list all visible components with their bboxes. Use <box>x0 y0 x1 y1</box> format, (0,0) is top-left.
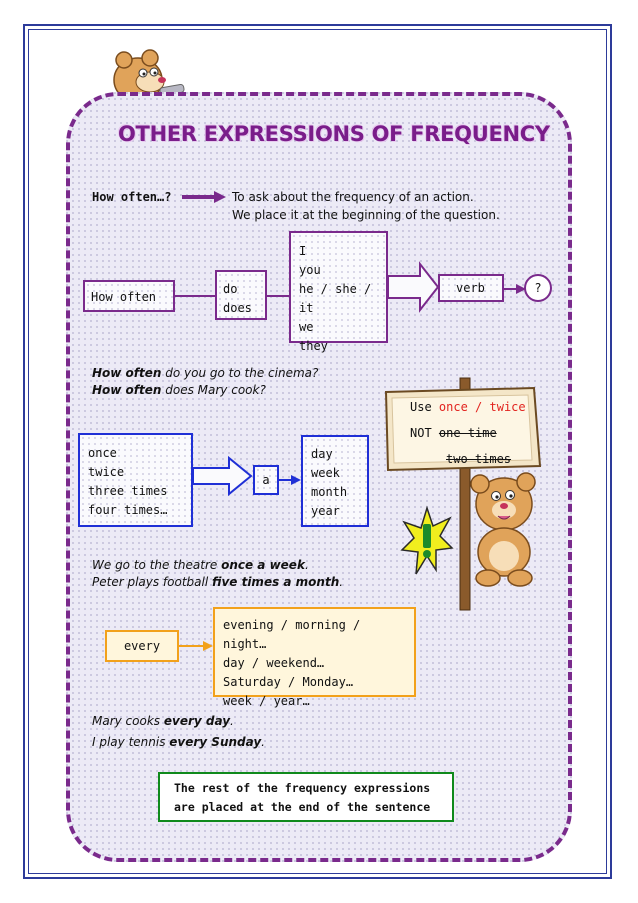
every-label: every <box>123 639 161 653</box>
count-once: once <box>88 446 117 460</box>
rule-note-box: The rest of the frequency expressions ar… <box>158 772 454 822</box>
example-1-1-bold: How often <box>92 366 162 380</box>
sign-post-icon <box>384 377 542 611</box>
example-3-1-pre: Mary cooks <box>92 714 164 728</box>
example-2-2: Peter plays football five times a month. <box>92 575 343 589</box>
every-items-box: evening / morning / night… day / weekend… <box>213 607 416 708</box>
example-3-1-bold: every day <box>163 714 231 728</box>
counts-box: once twice three times four times… <box>78 433 193 527</box>
period-year: year <box>311 504 340 518</box>
rule-note-line-2: are placed at the end of the sentence <box>174 800 431 814</box>
example-1-2-rest: does Mary cook? <box>161 383 266 397</box>
article-box: a <box>253 465 279 495</box>
intro-line-1: To ask about the frequency of an action. <box>232 190 474 204</box>
example-3-2-post: . <box>261 735 265 749</box>
verb-label: verb <box>456 281 485 295</box>
flow3-arrow-icon <box>179 641 213 651</box>
count-twice: twice <box>88 465 125 479</box>
example-3-2-pre: I play tennis <box>92 735 170 749</box>
flow1-arrow-2-icon <box>267 295 289 297</box>
sign-not-one-time: one time <box>438 426 497 440</box>
every-item-2: day / weekend… <box>223 656 325 670</box>
intro-line-2: We place it at the beginning of the ques… <box>232 208 500 222</box>
period-month: month <box>311 485 348 499</box>
subject-i: I <box>299 244 307 258</box>
flow1-arrow-1-icon <box>175 295 215 297</box>
rule-note-line-1: The rest of the frequency expressions <box>174 781 431 795</box>
example-3-2-bold: every Sunday <box>169 735 262 749</box>
bear-mascot-sign-icon <box>470 472 536 587</box>
example-1-2: How often does Mary cook? <box>92 383 266 397</box>
count-three-times: three times <box>88 484 168 498</box>
periods-box: day week month year <box>301 435 369 527</box>
example-1-1: How often do you go to the cinema? <box>92 366 318 380</box>
every-box: every <box>105 630 179 662</box>
period-day: day <box>311 447 333 461</box>
example-2-1-pre: We go to the theatre <box>92 558 222 572</box>
question-mark-circle: ? <box>524 274 552 302</box>
every-item-3: Saturday / Monday… <box>223 675 354 689</box>
sign-use: Use <box>410 400 432 414</box>
sign-line-1: Use once / twice <box>410 400 526 414</box>
every-item-1: evening / morning / night… <box>223 618 361 651</box>
sign-use-highlight: once / twice <box>438 400 526 414</box>
example-2-1-bold: once a week <box>221 558 305 572</box>
subjects-box: I you he / she / it we they <box>289 231 388 353</box>
example-2-1-post: . <box>304 558 309 572</box>
aux-box: do does <box>215 270 267 320</box>
example-1-1-rest: do you go to the cinema? <box>161 366 319 380</box>
subject-you: you <box>299 263 321 277</box>
intro-arrow-icon <box>182 191 226 203</box>
aux-do: do <box>223 282 238 296</box>
flow1-arrow-3-icon <box>504 284 526 294</box>
subject-they: they <box>299 339 328 353</box>
sign-not: NOT <box>410 426 432 440</box>
sign-line-2: NOT one time <box>410 426 497 440</box>
example-1-2-bold: How often <box>92 383 162 397</box>
how-often-box-label: How often <box>91 290 157 304</box>
example-2-2-post: . <box>339 575 344 589</box>
example-3-1: Mary cooks every day. <box>92 714 234 728</box>
subject-he-she-it: he / she / it <box>299 282 372 315</box>
verb-box: verb <box>438 274 504 302</box>
exclamation-icon <box>400 505 454 575</box>
page-title: OTHER EXPRESSIONS OF FREQUENCY <box>118 122 550 146</box>
aux-does: does <box>223 301 252 315</box>
example-2-2-pre: Peter plays football <box>92 575 212 589</box>
question-mark: ? <box>534 281 542 295</box>
subject-we: we <box>299 320 314 334</box>
flow1-block-arrow-icon <box>387 261 440 313</box>
example-2-2-bold: five times a month <box>212 575 340 589</box>
flow2-arrow-icon <box>279 475 301 485</box>
how-often-label: How often…? <box>92 190 172 204</box>
count-four-times: four times… <box>88 503 168 517</box>
how-often-box: How often <box>83 280 175 312</box>
example-3-1-post: . <box>230 714 234 728</box>
example-3-2: I play tennis every Sunday. <box>92 735 265 749</box>
period-week: week <box>311 466 340 480</box>
example-2-1: We go to the theatre once a week. <box>92 558 309 572</box>
flow2-block-arrow-icon <box>192 455 253 497</box>
article-a: a <box>262 473 270 487</box>
page-border-inner <box>28 29 607 874</box>
page-border-outer <box>23 24 612 879</box>
every-item-4: week / year… <box>223 694 310 708</box>
sign-not-two-times: two times <box>446 452 512 466</box>
